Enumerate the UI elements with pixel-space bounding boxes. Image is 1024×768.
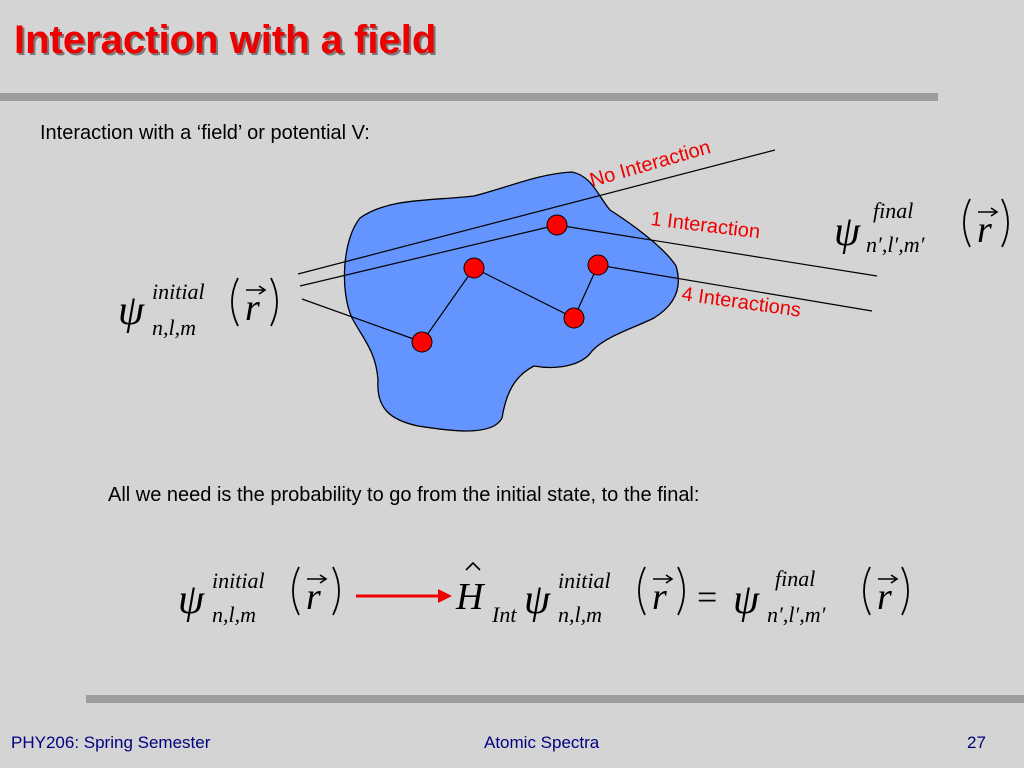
position-vector: r xyxy=(652,576,667,618)
psi-initial-expression: ψ initial n,l,m r xyxy=(118,277,278,340)
position-vector: r xyxy=(306,576,321,618)
probability-text: All we need is the probability to go fro… xyxy=(108,484,700,506)
four-interaction-path xyxy=(301,264,873,343)
interaction-dot xyxy=(411,331,433,353)
interaction-dot xyxy=(563,307,585,329)
label-one-interaction: 1 Interaction xyxy=(649,208,761,243)
slide-title: Interaction with a field xyxy=(14,18,437,62)
page-number: 27 xyxy=(967,733,986,752)
interaction-dot xyxy=(463,257,485,279)
psi-symbol: ψ xyxy=(178,577,205,623)
psi-subscript: n,l,m xyxy=(212,602,256,627)
psi-superscript: final xyxy=(873,198,913,223)
psi-subscript: n,l,m xyxy=(152,315,196,340)
psi-subscript: n′,l′,m′ xyxy=(866,232,926,257)
psi-subscript: n,l,m xyxy=(558,602,602,627)
potential-region xyxy=(343,171,679,432)
one-interaction-path-in xyxy=(299,224,558,287)
psi-superscript: initial xyxy=(558,568,611,593)
interaction-diagram: No Interaction 1 Interaction 4 Interacti… xyxy=(118,136,1009,627)
title-divider xyxy=(0,93,938,101)
footer-divider xyxy=(86,695,1024,703)
footer-topic: Atomic Spectra xyxy=(484,733,600,752)
transition-equation: ψ initial n,l,m r H Int ψ initial n,l,m … xyxy=(178,561,909,627)
interaction-dot xyxy=(546,214,568,236)
psi-subscript: n′,l′,m′ xyxy=(767,602,827,627)
footer-course: PHY206: Spring Semester xyxy=(11,733,211,752)
label-no-interaction: No Interaction xyxy=(587,136,713,191)
psi-symbol: ψ xyxy=(524,577,551,623)
one-interaction-path-out xyxy=(556,224,878,277)
psi-superscript: initial xyxy=(152,279,205,304)
position-vector: r xyxy=(245,287,260,329)
position-vector: r xyxy=(877,576,892,618)
intro-text: Interaction with a ‘field’ or potential … xyxy=(40,122,370,144)
interaction-dot xyxy=(587,254,609,276)
psi-symbol: ψ xyxy=(118,288,145,334)
equals-sign: = xyxy=(697,577,717,617)
psi-symbol: ψ xyxy=(834,209,861,255)
psi-final-expression: ψ final n′,l′,m′ r xyxy=(834,198,1009,257)
transition-arrow xyxy=(356,589,452,603)
psi-superscript: initial xyxy=(212,568,265,593)
position-vector: r xyxy=(977,209,992,251)
operator-hat xyxy=(465,561,481,571)
operator-subscript: Int xyxy=(491,602,517,627)
psi-superscript: final xyxy=(775,566,815,591)
no-interaction-path xyxy=(297,149,776,275)
psi-symbol: ψ xyxy=(733,577,760,623)
hamiltonian-operator: H xyxy=(455,576,486,618)
